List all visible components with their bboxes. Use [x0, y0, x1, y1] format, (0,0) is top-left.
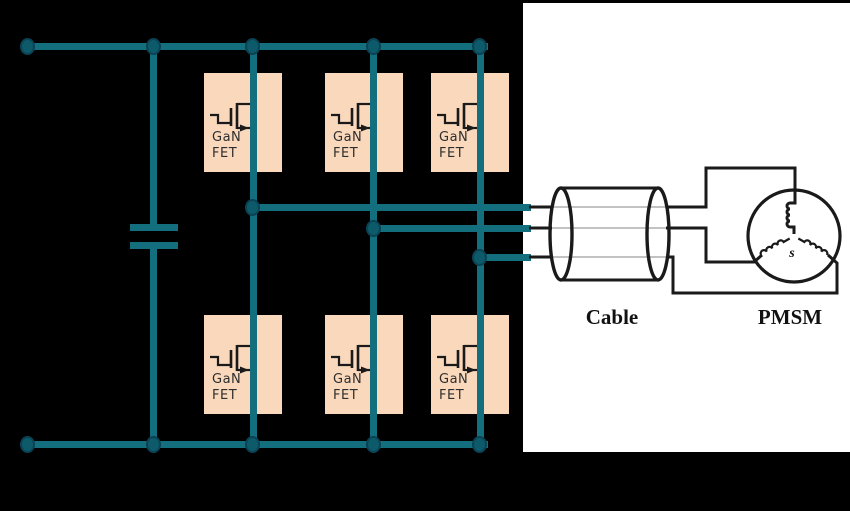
leg-b-wire — [370, 46, 377, 444]
gan-fet-label: GaN FET — [333, 372, 362, 404]
phase-a-lead-and-top-winding — [666, 166, 797, 234]
gan-fet-label: GaN FET — [439, 130, 468, 162]
pmsm-label: PMSM — [757, 305, 823, 329]
mosfet-icon — [208, 343, 255, 375]
capacitor-plate-bottom — [130, 242, 178, 249]
junction-dot — [245, 38, 260, 55]
cable-pmsm-figure: s — [529, 166, 842, 295]
junction-dot — [146, 38, 161, 55]
winding-right — [797, 237, 829, 256]
gan-fet-label: GaN FET — [333, 130, 362, 162]
junction-dot — [472, 249, 487, 266]
fet-label-line1: GaN — [212, 372, 242, 387]
phase-c-wire — [480, 254, 531, 261]
capacitor-stem-bottom — [150, 248, 157, 444]
gan-fet-block: GaN FET — [204, 315, 282, 414]
mosfet-icon — [435, 343, 482, 375]
phase-leads-left — [529, 205, 552, 259]
fet-label-line2: FET — [439, 388, 465, 403]
cable-label: Cable — [585, 305, 639, 329]
fet-label-line2: FET — [333, 388, 359, 403]
fet-label-line1: GaN — [439, 130, 469, 145]
mosfet-icon — [208, 101, 255, 133]
fet-label-line2: FET — [439, 146, 465, 161]
gan-fet-block: GaN FET — [431, 73, 509, 172]
winding-left — [759, 237, 791, 256]
gan-fet-block: GaN FET — [325, 315, 403, 414]
capacitor-stem-top — [150, 46, 157, 226]
fet-label-line1: GaN — [212, 130, 242, 145]
junction-dot — [245, 199, 260, 216]
leg-a-wire — [250, 46, 257, 444]
junction-dot — [472, 38, 487, 55]
junction-dot — [245, 436, 260, 453]
phase-c-lead — [666, 253, 839, 295]
gan-fet-block: GaN FET — [325, 73, 403, 172]
junction-dot — [146, 436, 161, 453]
motor-center-label: s — [788, 246, 795, 261]
mosfet-icon — [435, 101, 482, 133]
fet-label-line1: GaN — [333, 130, 363, 145]
gan-fet-label: GaN FET — [212, 130, 241, 162]
fet-label-line2: FET — [333, 146, 359, 161]
phase-leads-right — [666, 166, 839, 295]
phase-b-lead — [666, 226, 763, 264]
phase-a-wire — [253, 204, 531, 211]
phase-b-wire — [374, 225, 531, 232]
fet-label-line1: GaN — [333, 372, 363, 387]
junction-dot — [472, 436, 487, 453]
junction-dot — [366, 38, 381, 55]
fet-label-line1: GaN — [439, 372, 469, 387]
fet-label-line2: FET — [212, 388, 238, 403]
gan-fet-label: GaN FET — [212, 372, 241, 404]
pmsm-symbol: s — [746, 188, 842, 284]
gan-fet-block: GaN FET — [204, 73, 282, 172]
junction-dot — [20, 38, 35, 55]
cable-symbol — [548, 186, 671, 282]
cable-conductors — [548, 206, 672, 258]
motor-housing-circle — [746, 188, 842, 284]
capacitor-plate-top — [130, 224, 178, 231]
gan-fet-block: GaN FET — [431, 315, 509, 414]
leg-c-wire — [477, 46, 484, 444]
junction-dot — [366, 436, 381, 453]
gan-fet-label: GaN FET — [439, 372, 468, 404]
fet-label-line2: FET — [212, 146, 238, 161]
junction-dot — [20, 436, 35, 453]
junction-dot — [366, 220, 381, 237]
